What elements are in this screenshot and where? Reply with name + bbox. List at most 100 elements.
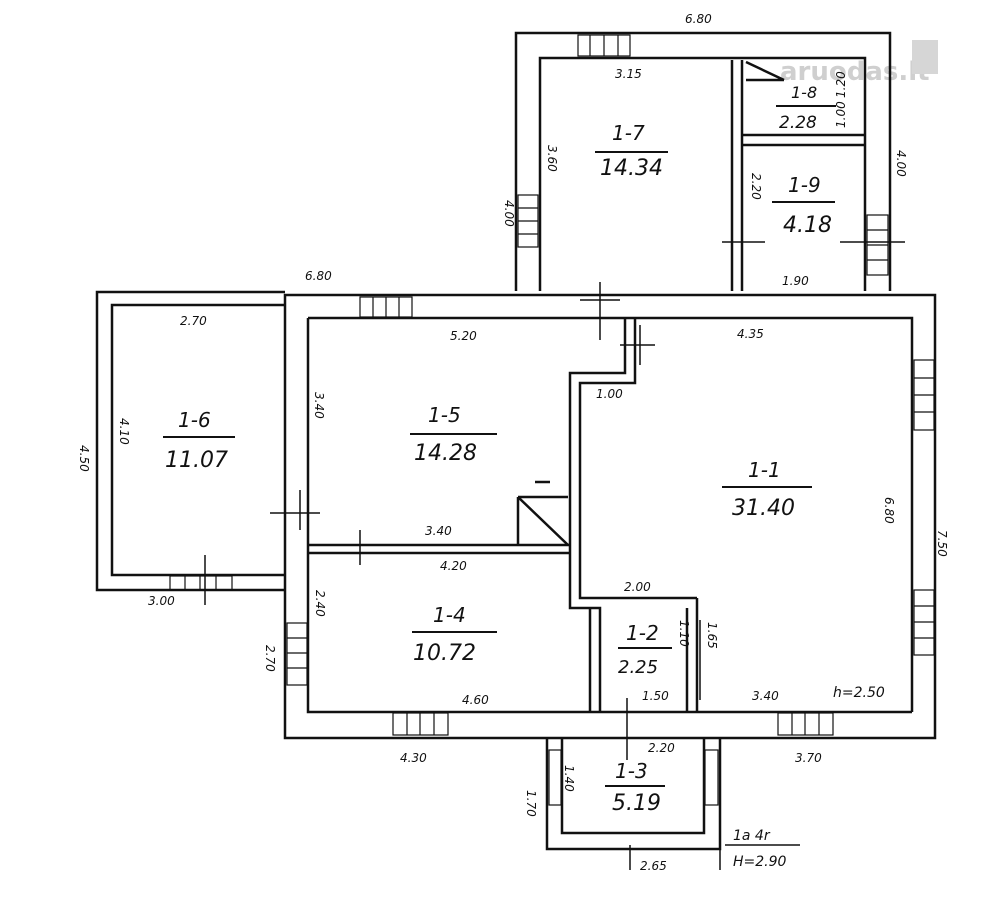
wall-partition-1-4-1-5 <box>308 543 570 555</box>
wall-partition-1-7 <box>730 60 744 291</box>
dimension-label: 5.20 <box>450 329 477 343</box>
room-1-1: 1-1 31.40 <box>722 458 812 521</box>
wall-porch-1-3-inner <box>560 738 706 835</box>
room-area: 10.72 <box>413 641 476 666</box>
dimension-label: 1.00 <box>834 101 848 128</box>
dimension-label: 4.35 <box>737 327 764 341</box>
window-west-1-3 <box>548 749 562 806</box>
dimension-label: 4.30 <box>400 751 427 765</box>
room-area: 4.18 <box>783 213 832 238</box>
wall-porch-1-3-outer <box>545 738 722 851</box>
room-1-7: 1-7 14.34 <box>595 121 668 181</box>
dimension-label: 4.00 <box>502 200 516 227</box>
dimension-label: 1.90 <box>782 274 809 288</box>
dimension-label: 3.15 <box>615 67 642 81</box>
window-east-1-1-bottom <box>913 589 935 656</box>
room-area: 31.40 <box>732 496 795 521</box>
dimension-label: 2.65 <box>640 859 667 873</box>
dimension-label: 1.40 <box>562 765 576 792</box>
height-label: H=2.90 <box>733 854 787 870</box>
room-id: 1-3 <box>615 759 648 783</box>
wall-north-extension-inner <box>538 56 867 291</box>
dimension-label: 1.20 <box>834 71 848 98</box>
room-area: 2.25 <box>618 657 658 678</box>
wall-main-outer <box>283 293 937 740</box>
door-markers <box>204 241 905 870</box>
room-area: 5.19 <box>612 791 661 816</box>
stairs-symbol <box>516 480 569 546</box>
watermark-text: aruodas.lt <box>780 57 930 87</box>
room-area: 14.28 <box>414 441 477 466</box>
window-east-1-3 <box>704 749 719 806</box>
dimension-label: 1.50 <box>642 689 669 703</box>
notes-box <box>719 820 800 870</box>
room-id: 1-6 <box>178 408 211 432</box>
wall-main-inner-left <box>306 318 912 714</box>
wall-partition-1-8 <box>742 133 865 147</box>
wall-1-8-door <box>745 60 785 82</box>
room-area: 2.28 <box>779 113 817 133</box>
room-id: 1-8 <box>791 83 817 102</box>
dimension-label: 4.50 <box>77 445 91 472</box>
dimension-label: 4.20 <box>440 559 467 573</box>
dimension-label: 1.70 <box>524 790 538 817</box>
storey-label: 1a 4r <box>733 828 771 844</box>
room-1-2: 1-2 2.25 <box>618 621 672 678</box>
window-south-1-4 <box>392 712 449 736</box>
window-north-1-5 <box>359 296 413 318</box>
dimension-label: 2.20 <box>749 173 763 200</box>
dimension-label: 4.00 <box>894 150 908 177</box>
dimension-label: 3.70 <box>795 751 822 765</box>
dimension-label: 2.70 <box>180 314 207 328</box>
dimension-label: 1.10 <box>677 620 691 647</box>
window-east-1-1-top <box>913 359 935 431</box>
dimension-label: 3.40 <box>425 524 452 538</box>
room-id: 1-4 <box>433 603 466 627</box>
room-1-8: 1-8 2.28 <box>776 83 836 133</box>
dimension-label: 6.80 <box>685 12 712 26</box>
window-north-1-7 <box>577 34 631 57</box>
dimension-label: 2.20 <box>648 741 675 755</box>
window-west-1-7 <box>517 194 539 248</box>
room-id: 1-5 <box>428 403 461 427</box>
dimension-label: 6.80 <box>305 269 332 283</box>
walls <box>95 31 937 851</box>
dimension-label: 4.10 <box>117 418 131 445</box>
room-1-6: 1-6 11.07 <box>163 408 235 473</box>
wall-main-inner-top <box>308 316 914 712</box>
wall-north-extension-outer <box>514 31 892 291</box>
dimension-label: 3.40 <box>312 392 326 419</box>
watermark-logo <box>912 40 938 74</box>
dimension-labels: 6.80 3.15 1.20 1.00 4.00 3.60 2.20 4.00 … <box>77 12 949 873</box>
room-1-5: 1-5 14.28 <box>410 403 497 466</box>
room-area: 14.34 <box>600 156 663 181</box>
room-1-4: 1-4 10.72 <box>412 603 497 666</box>
room-id: 1-1 <box>748 458 781 482</box>
room-1-9: 1-9 4.18 <box>772 173 835 238</box>
height-marker-label: h=2.50 <box>833 685 885 701</box>
dimension-label: 3.00 <box>148 594 175 608</box>
room-area: 11.07 <box>165 448 228 473</box>
dimension-label: 2.40 <box>313 590 327 617</box>
room-1-3: 1-3 5.19 <box>605 759 665 816</box>
window-east-1-9 <box>866 214 889 276</box>
windows <box>169 34 935 806</box>
window-west-1-4 <box>286 622 308 686</box>
wall-annex-1-6-inner <box>110 303 285 577</box>
dimension-label: 4.60 <box>462 693 489 707</box>
dimension-label: 6.80 <box>882 497 896 524</box>
dimension-label: 7.50 <box>935 530 949 557</box>
wall-partition-1-2 <box>588 608 689 712</box>
dimension-label: 1.65 <box>705 622 719 649</box>
room-id: 1-9 <box>788 173 821 197</box>
dimension-label: 1.00 <box>596 387 623 401</box>
dimension-label: 2.00 <box>624 580 651 594</box>
dimension-label: 3.40 <box>752 689 779 703</box>
dimension-label: 3.60 <box>545 145 559 172</box>
wall-partition-1-5-east <box>568 318 699 712</box>
room-id: 1-7 <box>612 121 645 145</box>
window-south-1-6 <box>169 575 233 591</box>
window-south-1-1 <box>777 712 834 736</box>
